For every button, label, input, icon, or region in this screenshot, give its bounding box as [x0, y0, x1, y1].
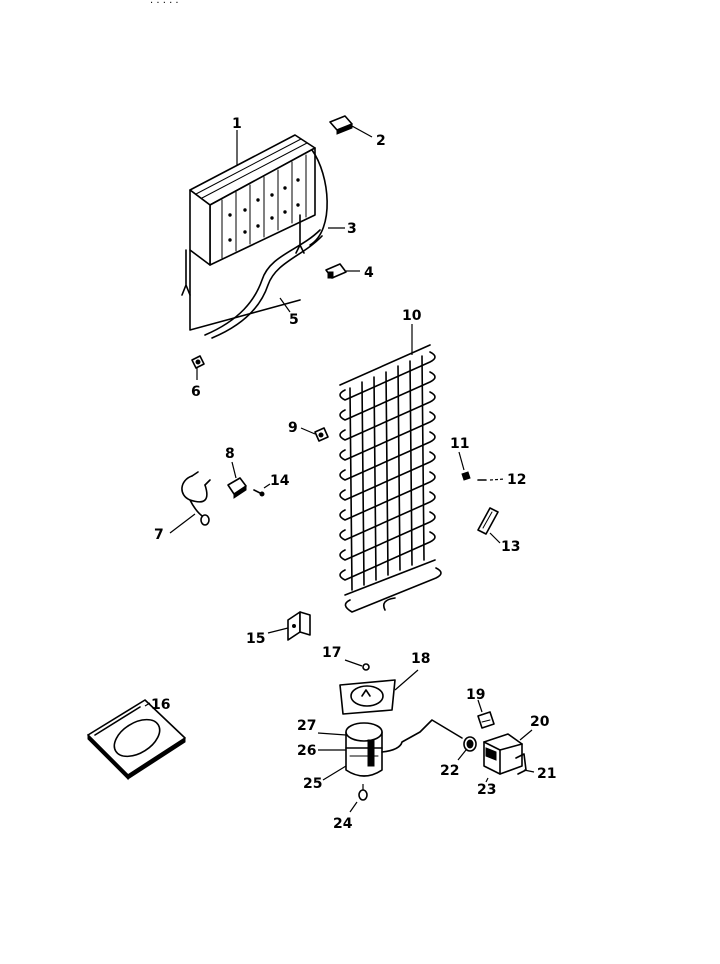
- compressor-icon: [345, 719, 463, 777]
- callout-23: 23: [477, 782, 496, 798]
- bracket-icon: [287, 611, 311, 641]
- callout-12: 12: [507, 472, 526, 488]
- callout-5: 5: [289, 312, 299, 328]
- callout-22: 22: [440, 763, 459, 779]
- tube-icon: [204, 229, 323, 339]
- grommet-icon: [314, 427, 329, 442]
- overload-icon: [463, 736, 477, 752]
- callout-20: 20: [530, 714, 550, 730]
- clip-icon: [329, 115, 353, 135]
- callout-16: 16: [151, 697, 170, 713]
- callout-21: 21: [537, 766, 556, 782]
- screw-icon: [461, 471, 471, 481]
- clip-icon: [515, 753, 527, 775]
- callout-27: 27: [297, 718, 316, 734]
- condenser-icon: [339, 344, 442, 613]
- callout-26: 26: [297, 743, 316, 759]
- cap-icon: [477, 711, 495, 729]
- cover-icon: [339, 679, 396, 715]
- relay-icon: [483, 733, 523, 775]
- callout-19: 19: [466, 687, 485, 703]
- callout-4: 4: [364, 265, 374, 281]
- bracket-icon: [227, 477, 247, 499]
- grommet-icon: [358, 789, 368, 801]
- callout-3: 3: [347, 221, 357, 237]
- callout-25: 25: [303, 776, 322, 792]
- strap-icon: [477, 507, 499, 535]
- nut-icon: [362, 663, 370, 671]
- callout-14: 14: [270, 473, 290, 489]
- grommet-icon: [191, 355, 205, 369]
- callout-7: 7: [154, 527, 164, 543]
- callout-17: 17: [322, 645, 341, 661]
- callout-18: 18: [411, 651, 430, 667]
- callout-10: 10: [402, 308, 422, 324]
- screw-icon: [253, 489, 265, 497]
- clip-icon: [325, 263, 347, 279]
- callout-6: 6: [191, 384, 201, 400]
- evaporator-icon: [181, 134, 328, 331]
- callout-13: 13: [501, 539, 520, 555]
- callout-8: 8: [225, 446, 235, 462]
- callout-1: 1: [232, 116, 242, 132]
- wire-harness-icon: [181, 471, 211, 526]
- callout-15: 15: [246, 631, 265, 647]
- callout-24: 24: [333, 816, 353, 832]
- callout-11: 11: [450, 436, 469, 452]
- callout-2: 2: [376, 133, 386, 149]
- callout-9: 9: [288, 420, 298, 436]
- header-fragment: · · · · ·: [150, 0, 179, 9]
- base-plate-icon: [87, 699, 186, 781]
